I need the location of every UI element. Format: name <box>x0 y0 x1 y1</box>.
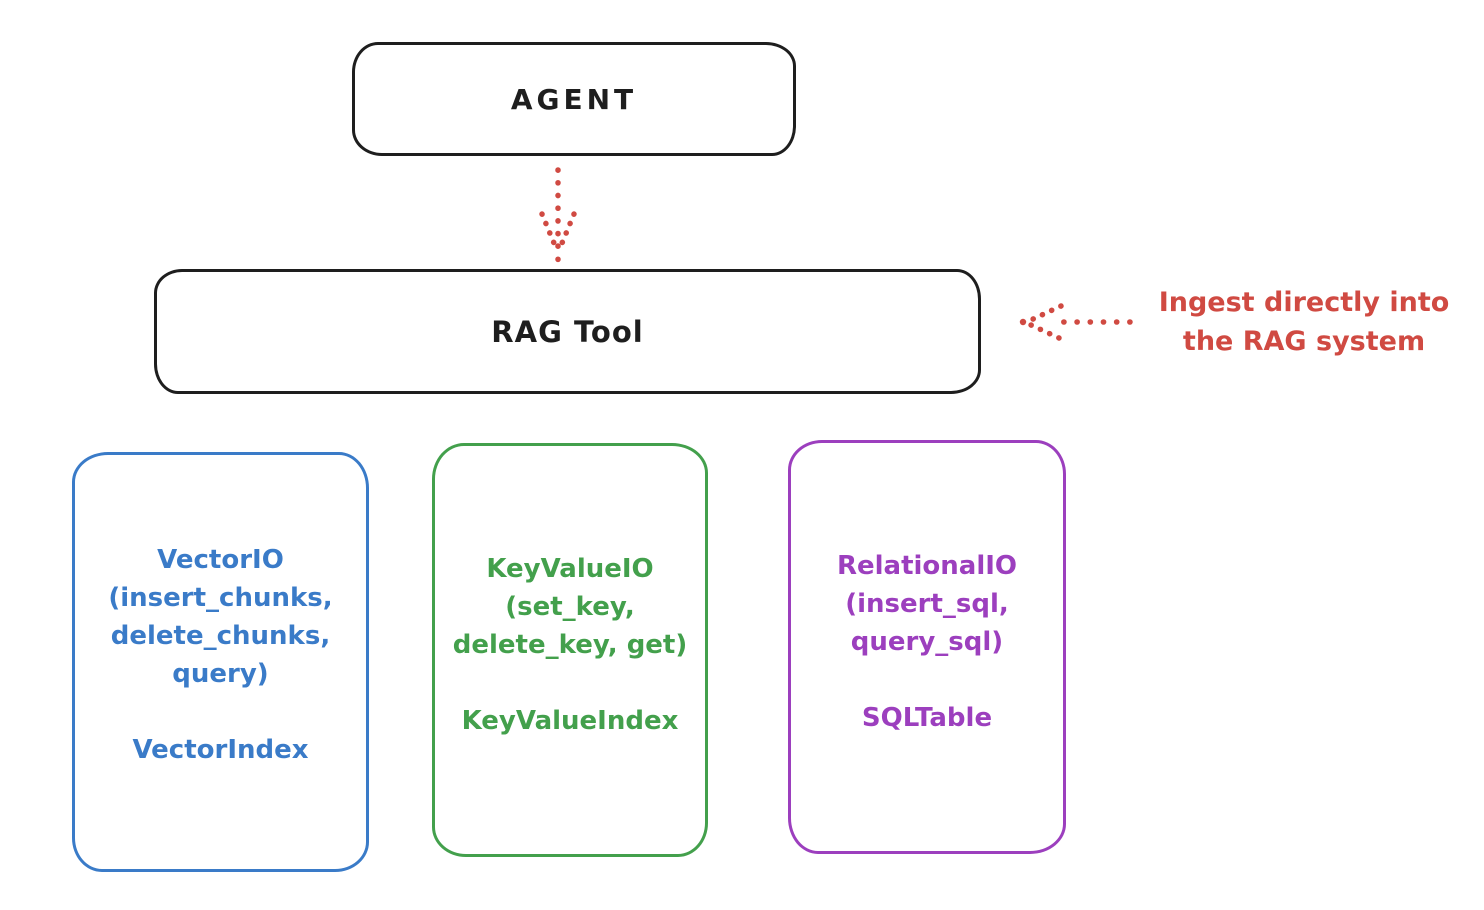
keyvalue-index-label: KeyValueIndex <box>461 706 679 736</box>
vector-io-method-line: delete_chunks, <box>110 621 331 651</box>
vector-io-method-line: query) <box>172 659 269 689</box>
keyvalue-io-title: KeyValueIO <box>486 554 654 584</box>
relational-io-method-line: query_sql) <box>850 627 1004 657</box>
agent-to-ragtool-arrow <box>539 167 577 265</box>
keyvalue-io-method-line: delete_key, get) <box>452 630 688 660</box>
rag-tool-box-label: RAG Tool <box>491 314 644 349</box>
ingest-annotation-line1: Ingest directly into <box>1158 287 1450 318</box>
keyvalue-io-box[interactable]: KeyValueIO (set_key, delete_key, get) Ke… <box>432 443 708 857</box>
vector-io-method-line: (insert_chunks, <box>108 583 333 613</box>
agent-box[interactable]: AGENT <box>352 42 796 156</box>
vector-io-box[interactable]: VectorIO (insert_chunks, delete_chunks, … <box>72 452 369 872</box>
annotation-to-ragtool-arrow <box>1019 303 1133 341</box>
relational-io-box[interactable]: RelationalIO (insert_sql, query_sql) SQL… <box>788 440 1066 854</box>
relational-io-title: RelationalIO <box>836 551 1018 581</box>
vector-io-title: VectorIO <box>157 545 284 575</box>
rag-tool-box[interactable]: RAG Tool <box>154 269 981 394</box>
vector-index-label: VectorIndex <box>132 735 309 765</box>
sql-table-label: SQLTable <box>861 703 993 733</box>
agent-box-label: AGENT <box>510 82 638 116</box>
ingest-annotation-line2: the RAG system <box>1182 326 1426 357</box>
relational-io-method-line: (insert_sql, <box>845 589 1009 619</box>
keyvalue-io-method-line: (set_key, <box>505 592 635 622</box>
ingest-annotation: Ingest directly into the RAG system <box>1130 283 1478 361</box>
